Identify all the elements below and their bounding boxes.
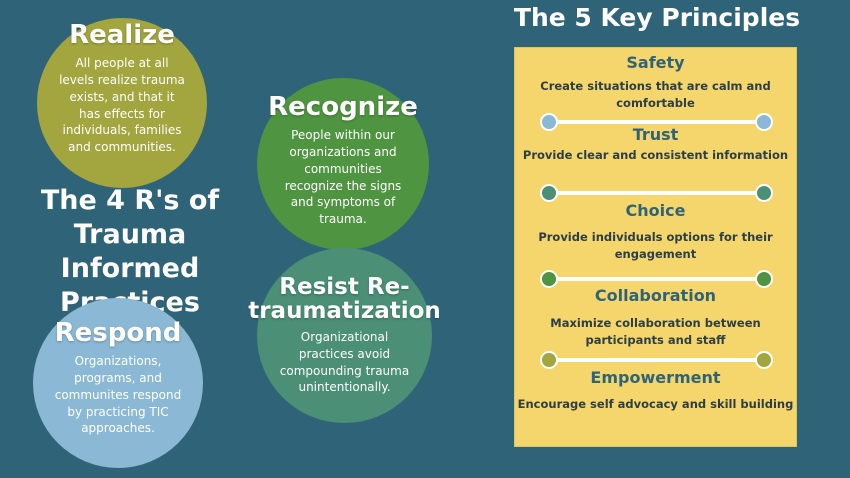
separator-dot (540, 184, 558, 202)
principles-title: The 5 Key Principles (513, 3, 801, 32)
separator (540, 351, 773, 369)
separator-dot (540, 113, 558, 131)
principle-heading-choice: Choice (625, 201, 686, 220)
realize-circle: Realize All people at all levels realize… (37, 18, 207, 188)
separator (540, 113, 773, 131)
separator-dot (755, 113, 773, 131)
separator (540, 270, 773, 288)
resist-title: Resist Re-traumatization (248, 273, 441, 324)
separator-dot (755, 184, 773, 202)
principle-text-empowerment: Encourage self advocacy and skill buildi… (517, 397, 794, 411)
separator-dot (755, 351, 773, 369)
separator-dot (540, 351, 558, 369)
principle-text-choice: Provide individuals options for their en… (538, 230, 773, 261)
respond-title: Respond (54, 318, 182, 348)
principle-text-trust: Provide clear and consistent information (522, 148, 789, 162)
separator (540, 184, 773, 202)
resist-text: Organizational practices avoid compoundi… (279, 330, 410, 395)
principle-heading-trust: Trust (632, 125, 679, 144)
realize-title: Realize (69, 20, 175, 50)
recognize-text: People within our organizations and comm… (284, 128, 402, 227)
principle-heading-collaboration: Collaboration (594, 286, 717, 305)
principle-heading-safety: Safety (626, 53, 685, 72)
principle-heading-empowerment: Empowerment (590, 368, 721, 387)
principle-text-safety: Create situations that are calm and comf… (540, 79, 771, 110)
respond-circle: Respond Organizations, programs, and com… (33, 298, 203, 468)
principles-panel: Safety Create situations that are calm a… (514, 47, 797, 447)
resist-circle: Resist Re-traumatization Organizational … (248, 248, 441, 423)
recognize-circle: Recognize People within our organization… (257, 78, 429, 250)
separator-dot (755, 270, 773, 288)
principle-text-collaboration: Maximize collaboration between participa… (550, 316, 761, 347)
separator-dot (540, 270, 558, 288)
recognize-title: Recognize (268, 91, 418, 122)
realize-text: All people at all levels realize trauma … (59, 56, 185, 155)
respond-text: Organizations, programs, and communites … (54, 354, 182, 436)
